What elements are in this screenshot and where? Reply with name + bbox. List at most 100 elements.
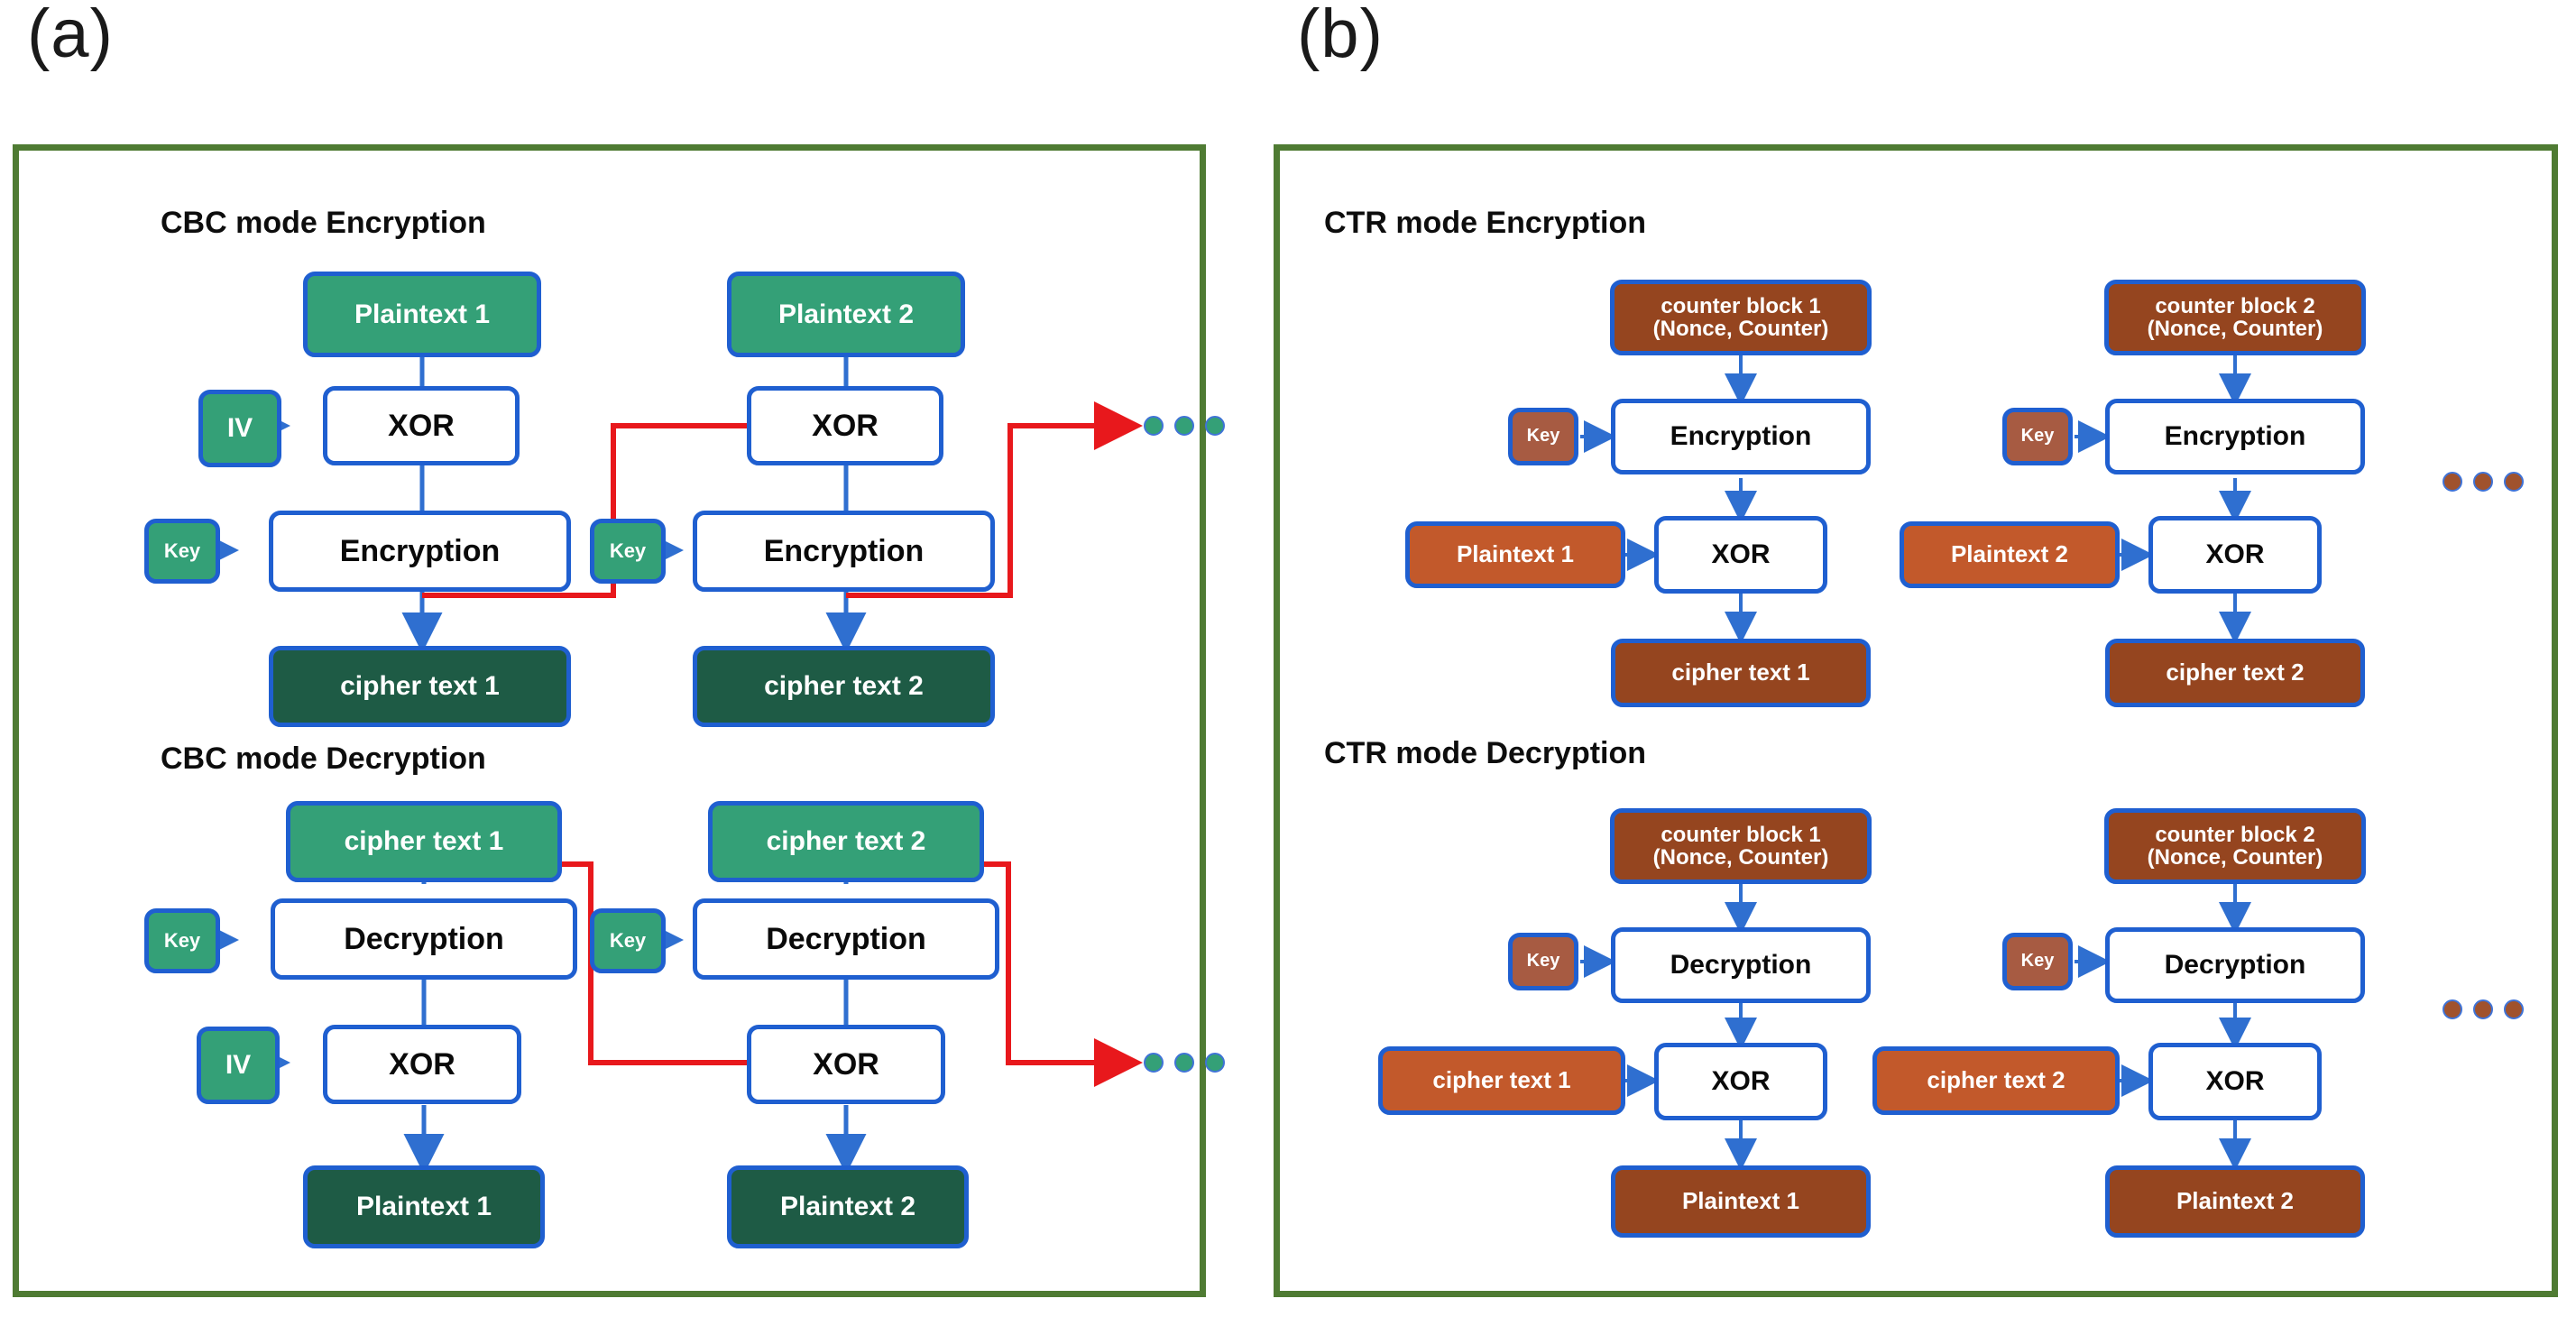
ellipsis-dot-icon (1205, 1053, 1225, 1073)
cbc-dec-input-2: cipher text 2 (708, 801, 984, 882)
ctr-dec-key-2-label: Key (2020, 951, 2055, 972)
ctr-dec-counter-1: counter block 1 (Nonce, Counter) (1610, 808, 1872, 884)
ctr-enc-plaintext-2: Plaintext 2 (1900, 521, 2120, 588)
ellipsis-dot-icon (1144, 416, 1164, 436)
cbc-dec-cipher-2-label: Decryption (766, 921, 926, 956)
cbc-enc-key-1-label: Key (163, 539, 201, 563)
ctr-dec-xor-1: XOR (1654, 1043, 1827, 1120)
ctr-enc-xor-1: XOR (1654, 516, 1827, 594)
cbc-dec-xor-2: XOR (747, 1025, 945, 1104)
cbc-enc-key-2: Key (590, 519, 666, 584)
cbc-dec-key-1: Key (144, 908, 220, 973)
cbc-enc-output-2-label: cipher text 2 (764, 671, 924, 702)
ctr-dec-counter-2-line1: counter block 2 (2155, 822, 2315, 847)
ctr-dec-output-1-label: Plaintext 1 (1681, 1187, 1800, 1215)
cbc-dec-key-1-label: Key (163, 929, 201, 953)
ctr-enc-output-2: cipher text 2 (2105, 639, 2365, 707)
cbc-enc-plaintext-2-label: Plaintext 2 (777, 299, 915, 329)
cbc-enc-plaintext-1: Plaintext 1 (303, 272, 541, 357)
cbc-dec-output-1: Plaintext 1 (303, 1165, 545, 1248)
ctr-dec-output-1: Plaintext 1 (1611, 1165, 1871, 1238)
ctr-dec-cipher-1: Decryption (1611, 927, 1871, 1003)
cbc-enc-output-1-label: cipher text 1 (340, 671, 500, 702)
ctr-dec-key-2: Key (2002, 933, 2073, 990)
ctr-enc-continuation-dots (2443, 472, 2524, 492)
cbc-enc-output-2: cipher text 2 (693, 646, 995, 727)
cbc-enc-cipher-2-label: Encryption (763, 533, 925, 568)
cbc-dec-cipher-1-label: Decryption (344, 921, 504, 956)
ctr-enc-plaintext-2-label: Plaintext 2 (1950, 540, 2069, 568)
ctr-enc-output-1-label: cipher text 1 (1671, 658, 1810, 686)
ctr-enc-key-2: Key (2002, 408, 2073, 465)
ctr-dec-input-1-label: cipher text 1 (1432, 1066, 1571, 1094)
ctr-dec-counter-2-line2: (Nonce, Counter) (2147, 845, 2323, 870)
ctr-dec-cipher-2: Decryption (2105, 927, 2365, 1003)
cbc-encryption-title: CBC mode Encryption (161, 206, 486, 240)
ctr-enc-counter-1: counter block 1 (Nonce, Counter) (1610, 280, 1872, 355)
cbc-enc-xor-1: XOR (323, 386, 520, 465)
panel-a-label: (a) (27, 0, 114, 72)
cbc-enc-cipher-1: Encryption (269, 511, 571, 592)
cbc-dec-input-1-label: cipher text 1 (344, 826, 504, 857)
ctr-enc-xor-1-label: XOR (1711, 539, 1771, 570)
panel-b-label: (b) (1297, 0, 1384, 72)
cbc-dec-cipher-2: Decryption (693, 898, 999, 980)
ctr-enc-cipher-1-label: Encryption (1670, 421, 1812, 452)
ctr-dec-xor-2: XOR (2148, 1043, 2322, 1120)
ellipsis-dot-icon (1205, 416, 1225, 436)
cbc-enc-cipher-1-label: Encryption (339, 533, 501, 568)
cbc-decryption-title: CBC mode Decryption (161, 741, 486, 776)
cbc-dec-xor-1: XOR (323, 1025, 521, 1104)
ctr-enc-key-2-label: Key (2020, 426, 2055, 447)
cbc-dec-xor-1-label: XOR (389, 1046, 455, 1082)
ellipsis-dot-icon (2443, 999, 2462, 1019)
cbc-dec-key-2: Key (590, 908, 666, 973)
ellipsis-dot-icon (2504, 999, 2524, 1019)
cbc-dec-key-2-label: Key (609, 929, 647, 953)
ellipsis-dot-icon (2473, 472, 2493, 492)
ctr-enc-output-1: cipher text 1 (1611, 639, 1871, 707)
cbc-dec-input-2-label: cipher text 2 (766, 826, 926, 857)
cbc-dec-xor-2-label: XOR (813, 1046, 879, 1082)
ctr-dec-input-2-label: cipher text 2 (1927, 1066, 2065, 1094)
ctr-enc-cipher-2: Encryption (2105, 399, 2365, 474)
ctr-dec-key-1-label: Key (1526, 951, 1560, 972)
ctr-enc-output-2-label: cipher text 2 (2166, 658, 2305, 686)
ctr-dec-output-2: Plaintext 2 (2105, 1165, 2365, 1238)
ctr-enc-key-1: Key (1508, 408, 1578, 465)
panel-a (13, 144, 1206, 1297)
cbc-enc-iv-1: IV (198, 390, 281, 467)
ctr-enc-plaintext-1: Plaintext 1 (1405, 521, 1625, 588)
ctr-dec-cipher-1-label: Decryption (1670, 950, 1812, 981)
cbc-dec-continuation-dots (1144, 1053, 1225, 1073)
ctr-dec-counter-1-line1: counter block 1 (1661, 822, 1821, 847)
cbc-dec-output-2: Plaintext 2 (727, 1165, 969, 1248)
ctr-encryption-title: CTR mode Encryption (1324, 206, 1647, 240)
cbc-enc-iv-1-label: IV (226, 413, 253, 444)
cbc-dec-iv-1-label: IV (225, 1050, 252, 1081)
cbc-enc-plaintext-2: Plaintext 2 (727, 272, 965, 357)
ellipsis-dot-icon (1174, 1053, 1194, 1073)
cbc-dec-input-1: cipher text 1 (286, 801, 562, 882)
cbc-dec-output-2-label: Plaintext 2 (779, 1192, 916, 1222)
cbc-enc-xor-2-label: XOR (812, 408, 879, 443)
ellipsis-dot-icon (2473, 999, 2493, 1019)
ctr-dec-key-1: Key (1508, 933, 1578, 990)
ctr-enc-counter-2: counter block 2 (Nonce, Counter) (2104, 280, 2366, 355)
ellipsis-dot-icon (2504, 472, 2524, 492)
ctr-dec-input-2: cipher text 2 (1872, 1046, 2120, 1115)
cbc-enc-plaintext-1-label: Plaintext 1 (354, 299, 491, 329)
ctr-enc-xor-2-label: XOR (2205, 539, 2265, 570)
ctr-dec-xor-1-label: XOR (1711, 1066, 1771, 1097)
ctr-dec-output-2-label: Plaintext 2 (2176, 1187, 2295, 1215)
cbc-dec-iv-1: IV (197, 1027, 280, 1104)
ctr-enc-counter-2-line1: counter block 2 (2155, 293, 2315, 318)
ellipsis-dot-icon (1144, 1053, 1164, 1073)
cbc-enc-key-1: Key (144, 519, 220, 584)
ctr-dec-counter-2: counter block 2 (Nonce, Counter) (2104, 808, 2366, 884)
ctr-enc-key-1-label: Key (1526, 426, 1560, 447)
cbc-enc-xor-2: XOR (747, 386, 943, 465)
cbc-enc-key-2-label: Key (609, 539, 647, 563)
ctr-enc-counter-1-line1: counter block 1 (1661, 293, 1821, 318)
